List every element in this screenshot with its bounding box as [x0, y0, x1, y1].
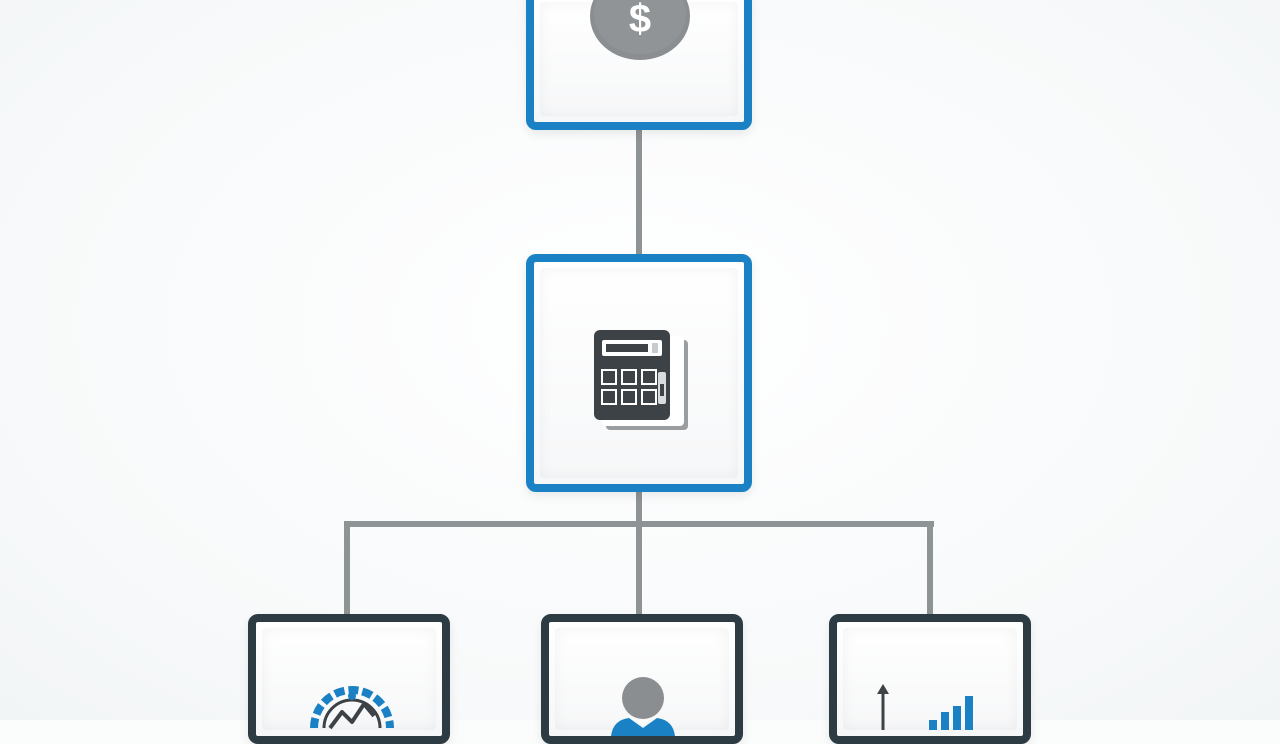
connector-top-middle — [636, 128, 642, 256]
dollar-coin-icon: $ — [588, 0, 692, 64]
connector-middle-stem — [636, 490, 642, 524]
node-top: $ — [526, 0, 752, 130]
node-bottom-right — [829, 614, 1031, 744]
dollar-symbol: $ — [629, 0, 651, 41]
calculator-icon — [592, 328, 692, 432]
node-bottom-left — [248, 614, 450, 744]
growth-chart-icon — [867, 682, 987, 730]
node-bottom-center — [541, 614, 743, 744]
person-icon — [605, 676, 681, 736]
node-middle — [526, 254, 752, 492]
connector-bus-left — [344, 521, 350, 616]
gear-chart-icon — [306, 682, 398, 732]
connector-bus-right — [927, 521, 933, 616]
connector-bus-center — [636, 521, 642, 616]
